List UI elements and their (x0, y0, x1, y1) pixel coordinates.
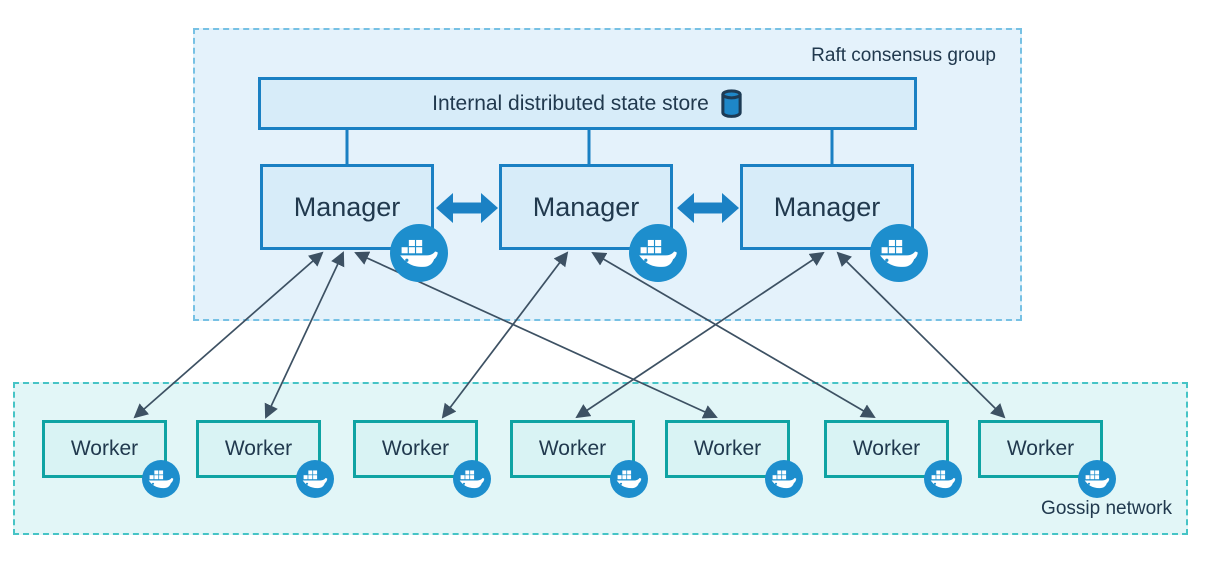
manager-1-label: Manager (293, 191, 401, 222)
worker-7-label: Worker (1006, 437, 1075, 460)
manager-3-box: Manager (740, 164, 928, 282)
worker-1-box: Worker (42, 420, 180, 498)
manager-2-box: Manager (499, 164, 687, 282)
manager-2-label: Manager (532, 191, 640, 222)
docker-whale-icon (924, 460, 962, 498)
worker-4-box: Worker (510, 420, 648, 498)
worker-1-label: Worker (70, 437, 139, 460)
worker-6-label: Worker (852, 437, 921, 460)
worker-2-box: Worker (196, 420, 334, 498)
docker-whale-icon (453, 460, 491, 498)
state-store-box: Internal distributed state store (258, 77, 917, 130)
docker-whale-icon (1078, 460, 1116, 498)
docker-whale-icon (870, 224, 928, 282)
docker-whale-icon (610, 460, 648, 498)
worker-5-box: Worker (665, 420, 803, 498)
manager-3-label: Manager (773, 191, 881, 222)
manager-1-box: Manager (260, 164, 448, 282)
worker-3-box: Worker (353, 420, 491, 498)
docker-whale-icon (390, 224, 448, 282)
worker-5-label: Worker (693, 437, 762, 460)
docker-whale-icon (142, 460, 180, 498)
database-icon (720, 89, 743, 118)
state-store-label: Internal distributed state store (432, 91, 709, 115)
worker-2-label: Worker (224, 437, 293, 460)
worker-6-box: Worker (824, 420, 962, 498)
docker-whale-icon (296, 460, 334, 498)
docker-whale-icon (765, 460, 803, 498)
worker-4-label: Worker (538, 437, 607, 460)
worker-3-label: Worker (381, 437, 450, 460)
docker-whale-icon (629, 224, 687, 282)
gossip-network-label: Gossip network (1041, 498, 1172, 519)
worker-7-box: Worker (978, 420, 1116, 498)
raft-group-label: Raft consensus group (811, 45, 996, 66)
